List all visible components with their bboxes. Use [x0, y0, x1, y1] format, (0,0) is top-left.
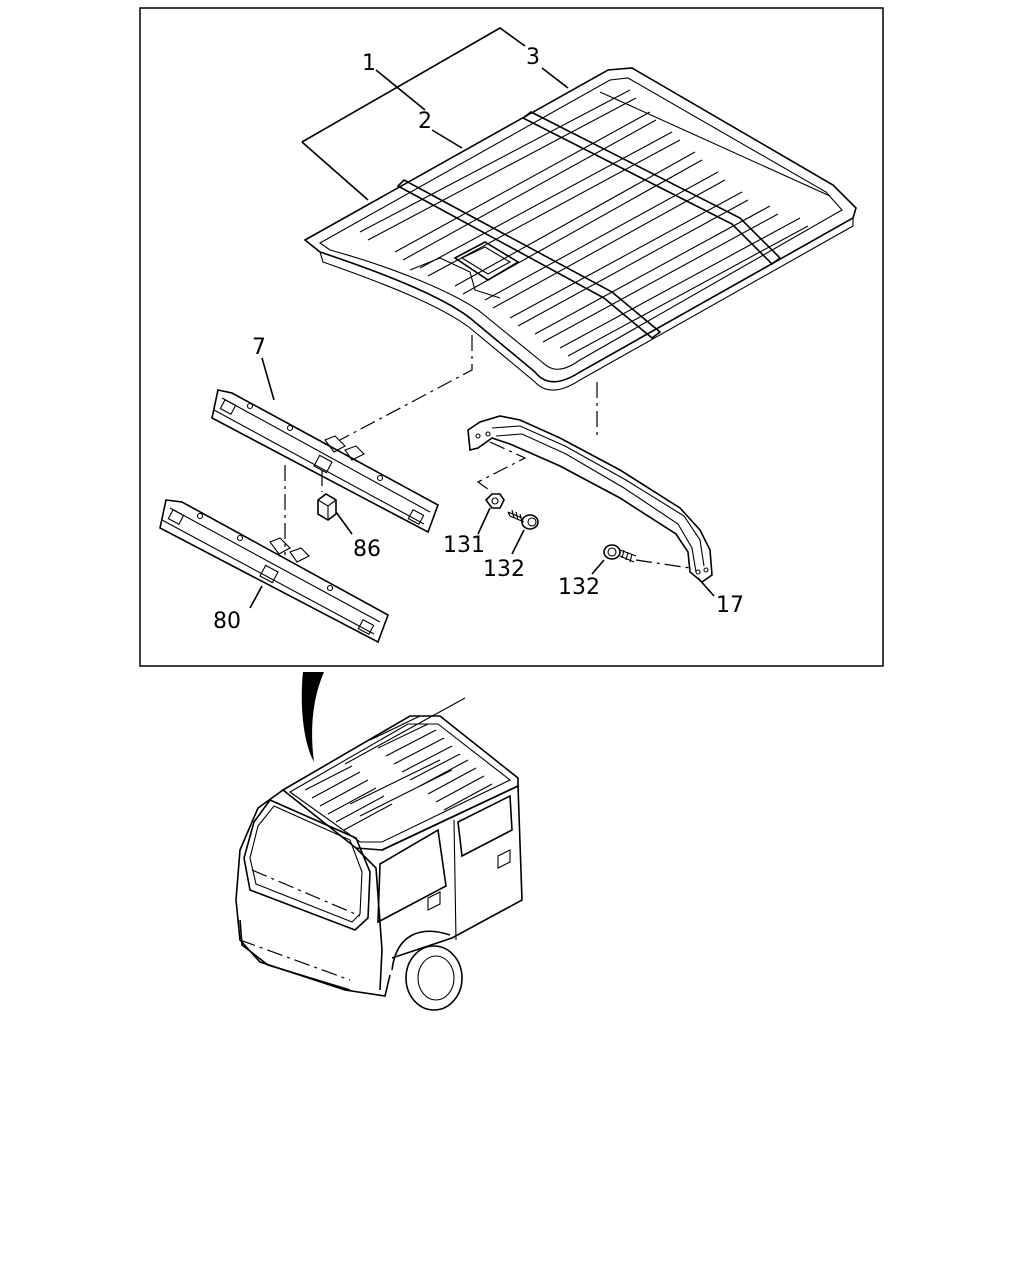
- bolt-132-a: [507, 509, 539, 530]
- callout-80: 80: [213, 609, 241, 634]
- callout-2: 2: [418, 109, 432, 134]
- assembly-line-roof-to-trim: [339, 335, 473, 441]
- roof-headlining-panel: [303, 67, 857, 391]
- front-wheel: [405, 945, 463, 1011]
- side-window-rear: [457, 794, 513, 858]
- location-pointer: [301, 672, 324, 762]
- vehicle-cab-illustration: [235, 697, 523, 1011]
- leader-1-bracket: [301, 27, 526, 143]
- leader-131: [477, 507, 491, 535]
- leader-80: [249, 585, 263, 609]
- diagram-frame: [139, 7, 884, 667]
- dome-lamp-opening: [453, 241, 520, 281]
- callout-132-b: 132: [558, 575, 600, 600]
- leader-3: [541, 67, 569, 89]
- leader-86: [335, 511, 353, 535]
- callout-86: 86: [353, 537, 381, 562]
- assembly-line-screw-to-bracket: [635, 559, 691, 569]
- callout-7: 7: [252, 335, 266, 360]
- leader-132-a: [511, 529, 525, 555]
- leader-17: [697, 577, 715, 597]
- windshield: [243, 799, 371, 931]
- leader-7: [261, 357, 275, 401]
- roof-trim-7: [211, 389, 439, 534]
- side-window-front: [377, 828, 447, 924]
- assembly-line-bracket-to-clip: [476, 441, 527, 493]
- nut-131: [484, 493, 505, 509]
- leader-1: [375, 69, 426, 111]
- clip-86: [317, 493, 337, 521]
- leader-2: [431, 129, 463, 149]
- leader-132-b: [591, 559, 605, 575]
- callout-132-a: 132: [483, 557, 525, 582]
- callout-131: 131: [443, 533, 485, 558]
- callout-1: 1: [362, 51, 376, 76]
- callout-17: 17: [716, 593, 744, 618]
- callout-3: 3: [526, 45, 540, 70]
- roof-trim-80: [159, 499, 389, 644]
- bolt-132-b: [603, 544, 637, 563]
